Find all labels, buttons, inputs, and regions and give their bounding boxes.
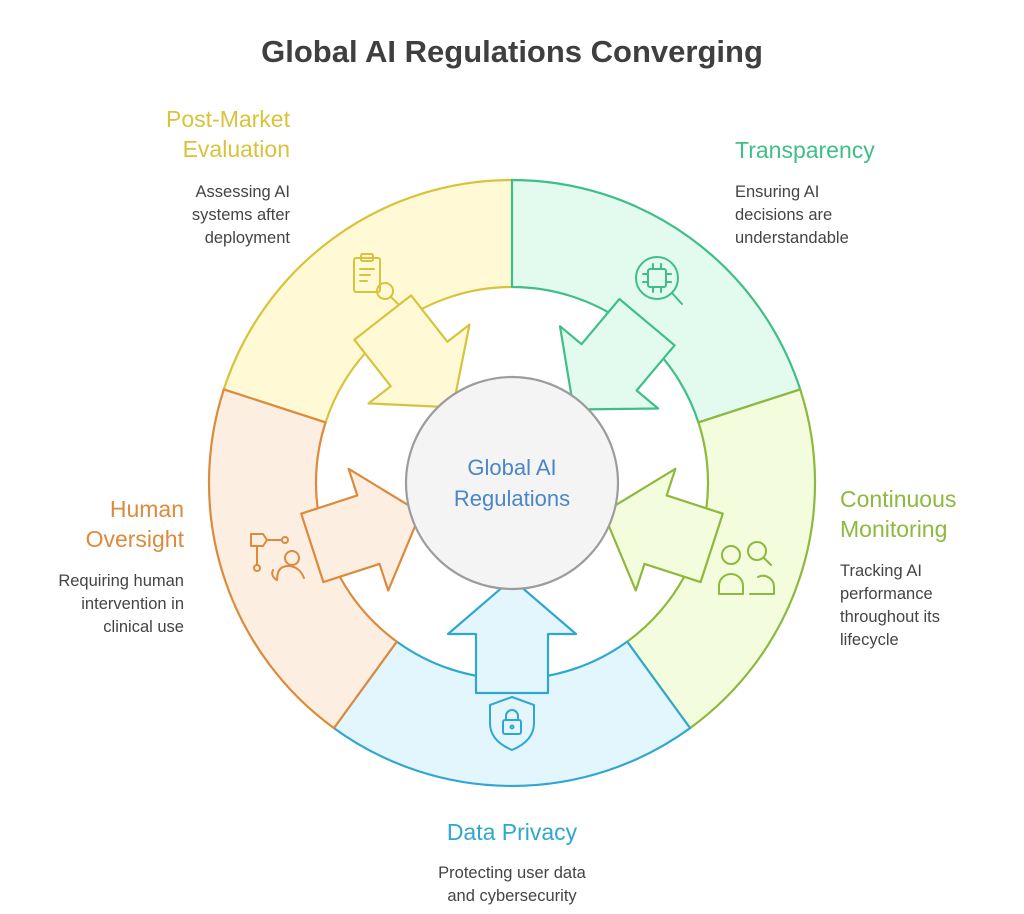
human-oversight-desc-line: intervention in bbox=[81, 595, 184, 613]
center-label-line1: Global AI bbox=[467, 455, 556, 480]
transparency-heading-line1: Transparency bbox=[735, 137, 875, 163]
human-machine-icon bbox=[250, 533, 305, 581]
post-market-description: Assessing AI systems after deployment bbox=[60, 181, 290, 250]
continuous-monitoring-heading-line1: Continuous bbox=[840, 486, 957, 512]
data-privacy-sector bbox=[332, 640, 692, 787]
human-oversight-sector bbox=[207, 388, 398, 730]
continuous-monitoring-heading-line2: Monitoring bbox=[840, 516, 948, 542]
human-oversight-heading-line2: Oversight bbox=[85, 526, 184, 552]
center-label-line2: Regulations bbox=[454, 486, 570, 511]
continuous-monitoring-desc-line: lifecycle bbox=[840, 631, 899, 649]
data-privacy-segment bbox=[332, 577, 692, 787]
data-privacy-heading: Data Privacy bbox=[362, 817, 662, 847]
data-privacy-arrow bbox=[446, 577, 578, 695]
post-market-arrow bbox=[353, 294, 471, 409]
continuous-monitoring-segment bbox=[602, 388, 817, 730]
transparency-desc-line: Ensuring AI bbox=[735, 183, 820, 201]
continuous-monitoring-description: Tracking AI performance throughout its l… bbox=[840, 560, 1020, 652]
transparency-heading: Transparency bbox=[735, 135, 975, 165]
post-market-heading-line1: Post-Market bbox=[166, 106, 290, 132]
transparency-segment bbox=[510, 178, 802, 424]
center-hub bbox=[404, 375, 620, 591]
people-search-icon bbox=[718, 541, 776, 595]
post-market-desc-line: Assessing AI bbox=[195, 183, 290, 201]
human-oversight-arrow bbox=[300, 467, 422, 592]
post-market-heading-line2: Evaluation bbox=[182, 136, 290, 162]
post-market-heading: Post-Market Evaluation bbox=[60, 104, 290, 164]
data-privacy-heading-line1: Data Privacy bbox=[446, 819, 578, 845]
transparency-desc-line: understandable bbox=[735, 229, 849, 247]
continuous-monitoring-desc-line: throughout its bbox=[840, 608, 940, 626]
continuous-monitoring-sector bbox=[626, 388, 817, 730]
continuous-monitoring-arrow bbox=[602, 467, 724, 592]
data-privacy-description: Protecting user data and cybersecurity bbox=[362, 862, 662, 908]
human-oversight-description: Requiring human intervention in clinical… bbox=[4, 570, 184, 639]
transparency-desc-line: decisions are bbox=[735, 206, 833, 224]
chip-search-icon bbox=[635, 256, 683, 305]
shield-lock-icon bbox=[489, 696, 535, 751]
post-market-segment bbox=[222, 178, 514, 424]
human-oversight-heading-line1: Human bbox=[109, 496, 184, 522]
human-oversight-desc-line: clinical use bbox=[103, 618, 184, 636]
post-market-desc-line: deployment bbox=[204, 229, 290, 247]
transparency-description: Ensuring AI decisions are understandable bbox=[735, 181, 975, 250]
post-market-desc-line: systems after bbox=[191, 206, 290, 224]
continuous-monitoring-desc-line: performance bbox=[840, 585, 933, 603]
continuous-monitoring-heading: Continuous Monitoring bbox=[840, 484, 1020, 544]
human-oversight-heading: Human Oversight bbox=[4, 494, 184, 554]
human-oversight-desc-line: Requiring human bbox=[58, 572, 184, 590]
data-privacy-desc-line: Protecting user data bbox=[438, 864, 586, 882]
data-privacy-desc-line: and cybersecurity bbox=[447, 887, 577, 905]
clipboard-search-icon bbox=[353, 253, 399, 305]
human-oversight-segment bbox=[207, 388, 422, 730]
transparency-arrow bbox=[558, 297, 676, 411]
transparency-sector bbox=[510, 178, 802, 424]
page-title: Global AI Regulations Converging bbox=[261, 34, 763, 69]
continuous-monitoring-desc-line: Tracking AI bbox=[840, 562, 922, 580]
